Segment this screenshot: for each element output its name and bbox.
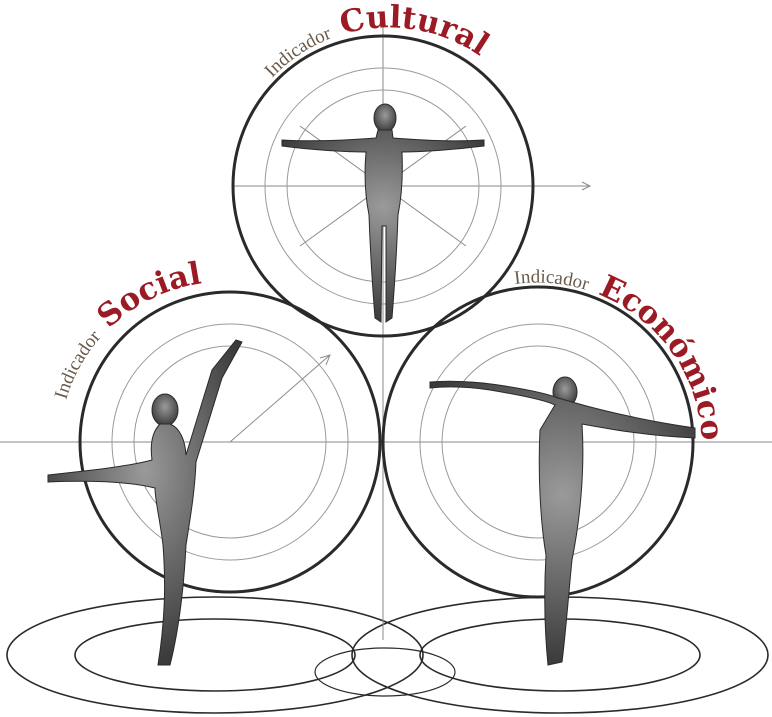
label-social-prefix: Indicador bbox=[51, 326, 106, 402]
label-economico-prefix: Indicador bbox=[513, 266, 592, 295]
figure-economico bbox=[430, 377, 695, 665]
label-cultural: Indicador Cultural bbox=[260, 0, 495, 81]
label-social-name: Social bbox=[90, 256, 203, 335]
label-social: Indicador Social bbox=[51, 256, 204, 402]
label-cultural-name: Cultural bbox=[336, 0, 495, 63]
svg-text:Indicador Social: Indicador Social bbox=[51, 256, 204, 402]
svg-text:Indicador Cultural: Indicador Cultural bbox=[260, 0, 495, 81]
label-cultural-prefix: Indicador bbox=[260, 23, 334, 82]
floor-ellipses bbox=[7, 597, 768, 713]
figure-social bbox=[48, 340, 242, 665]
